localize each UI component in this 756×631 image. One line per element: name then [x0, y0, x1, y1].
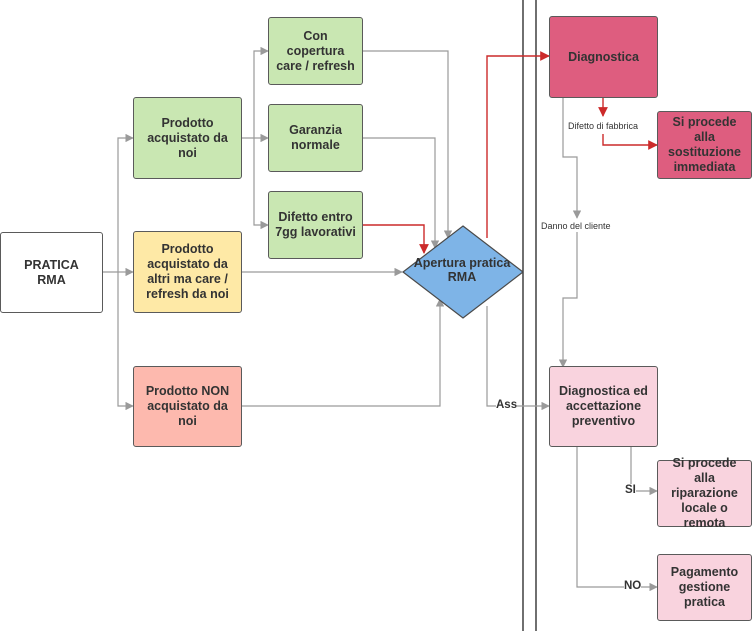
diagnostica-preventivo-node[interactable]: Diagnostica ed accettazione preventivo — [549, 366, 658, 447]
connector-copertura-apertura — [362, 50, 453, 239]
apertura-diamond[interactable] — [402, 225, 524, 319]
pagamento-node[interactable]: Pagamento gestione pratica — [657, 554, 752, 621]
connector-difetto-apertura — [362, 224, 429, 254]
connector-acquistato-difetto — [253, 138, 269, 230]
pratica-rma-node[interactable]: PRATICA RMA — [0, 232, 103, 313]
connector-garanzia-apertura — [362, 137, 440, 249]
connector-non-apertura — [241, 298, 445, 407]
sostituzione-node[interactable]: Si procede alla sostituzione immediata — [657, 111, 752, 179]
prodotto-altri-node[interactable]: Prodotto acquistato da altri ma care / r… — [133, 231, 242, 313]
connector-diagnostica-sostituzione — [602, 134, 658, 150]
connector-preventivo-pagamento — [576, 447, 658, 592]
connector-apertura-preventivo — [486, 306, 550, 411]
connector-rma-non — [117, 272, 134, 411]
connector-apertura-diagnostica — [486, 51, 550, 238]
prodotto-acquistato-node[interactable]: Prodotto acquistato da noi — [133, 97, 242, 179]
prodotto-non-node[interactable]: Prodotto NON acquistato da noi — [133, 366, 242, 447]
copertura-node[interactable]: Con copertura care / refresh — [268, 17, 363, 85]
connector-diagnostica-preventivo — [562, 98, 582, 219]
riparazione-node[interactable]: Si procede alla riparazione locale o rem… — [657, 456, 752, 530]
edge-label-no: NO — [624, 580, 642, 593]
edge-label-ass: Ass — [496, 399, 518, 412]
edge-label-difetto-fabbrica: Difetto di fabbrica — [568, 121, 639, 132]
connector-acquistato-copertura — [241, 46, 269, 139]
connector-rma-acquistato — [102, 133, 134, 273]
garanzia-node[interactable]: Garanzia normale — [268, 104, 363, 172]
apertura-label: Apertura pratica RMA — [413, 256, 511, 284]
difetto-node[interactable]: Difetto entro 7gg lavorativi — [268, 191, 363, 259]
diagnostica-node[interactable]: Diagnostica — [549, 16, 658, 98]
connector-danno-continue — [558, 232, 578, 368]
edge-label-si: SI — [625, 484, 636, 497]
edge-label-danno-cliente: Danno del cliente — [541, 221, 611, 232]
